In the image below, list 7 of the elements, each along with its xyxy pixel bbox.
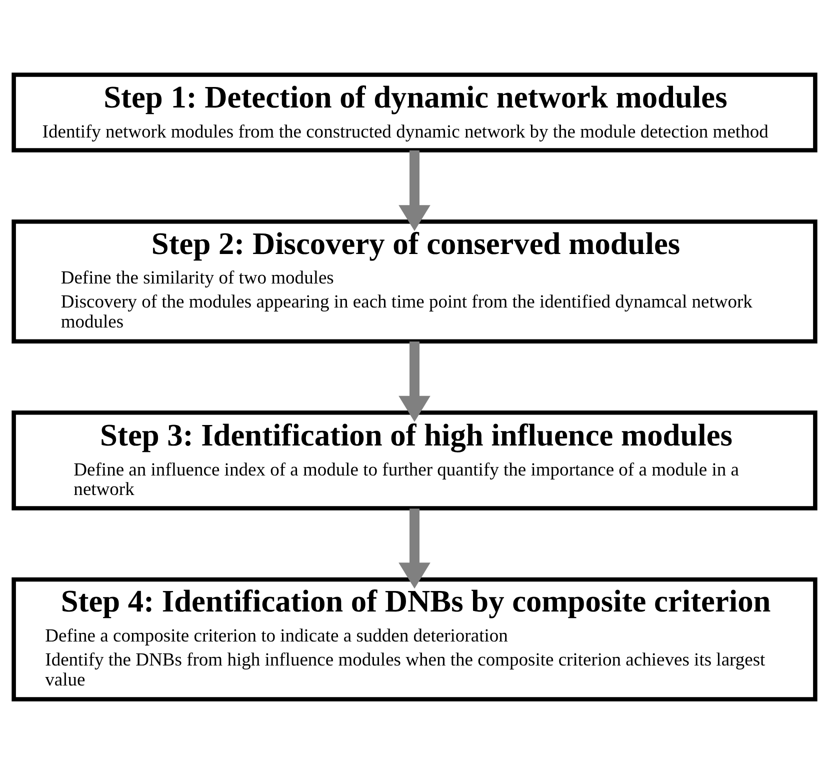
node-box: Step 2: Discovery of conserved modules Define the similarity of two modules Discovery of the modules appearing in each time point from the identified dynamcal network modules xyxy=(12,218,818,343)
arrow xyxy=(398,341,430,422)
node-box: Step 3: Identification of high influence modules Define an influence index of a module to further quantify the importance of a module in a network xyxy=(12,410,818,510)
arrow xyxy=(398,150,430,231)
node-box: Step 1: Detection of dynamic network modules Identify network modules from the constructed dynamic network by the module detection method xyxy=(12,72,818,152)
node-box: Step 4: Identification of DNBs by composite criterion Define a composite criterion to indicate a sudden deterioration Identify the DNBs from high influence modules when the composite criterion achieves its largest value xyxy=(12,576,818,701)
arrow xyxy=(398,508,430,588)
